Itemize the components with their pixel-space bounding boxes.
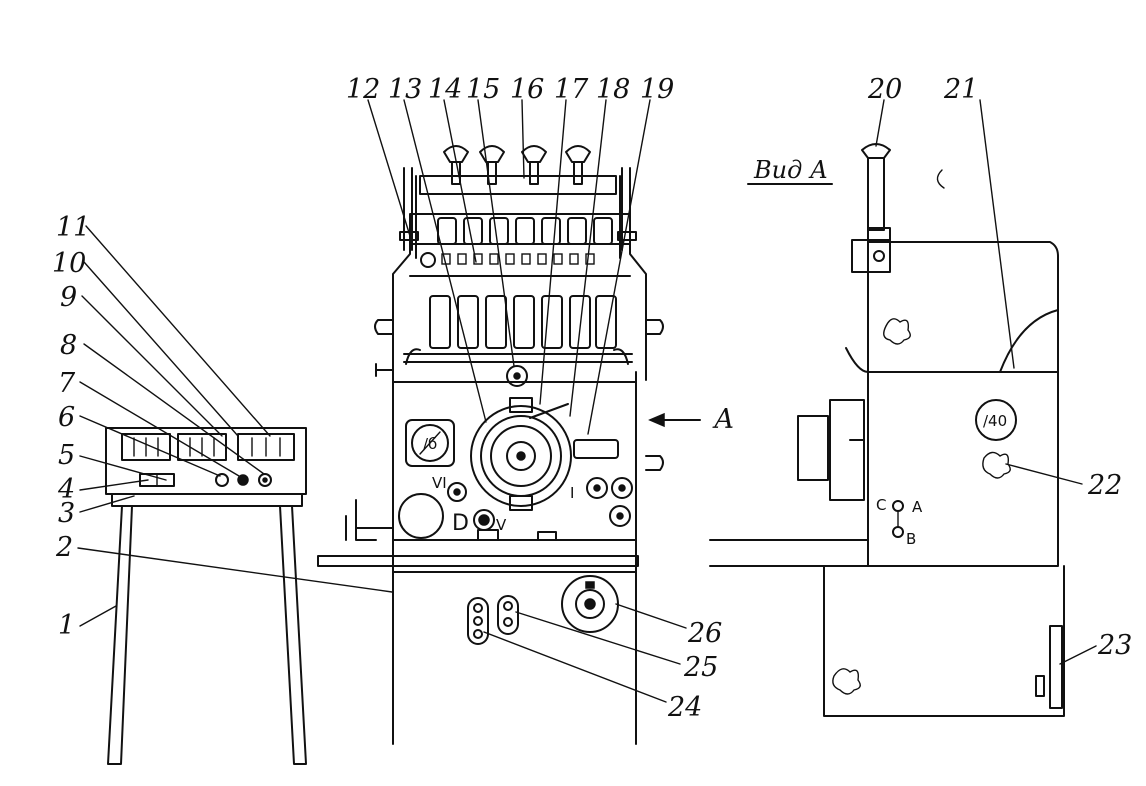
callout-26: 26 (687, 618, 722, 649)
callout-24: 24 (667, 692, 702, 723)
mark-vi: VI (432, 474, 447, 492)
callout-10: 10 (52, 248, 86, 279)
mark-b: B (906, 530, 916, 548)
leader-lines (77, 99, 1097, 703)
gear-vi (447, 482, 467, 502)
callout-11: 11 (56, 212, 90, 243)
callout-22: 22 (1087, 470, 1122, 501)
top-knobs (443, 145, 591, 185)
callout-21: 21 (943, 74, 978, 105)
callout-5: 5 (58, 440, 75, 471)
two-hole-panel-25 (497, 595, 519, 635)
view-marker: А (712, 404, 734, 435)
three-hole-panel-24 (467, 597, 489, 645)
mark-c: C (876, 496, 886, 514)
callout-labels: 1 2 3 4 5 6 7 8 9 10 11 12 13 14 15 16 1… (52, 74, 1132, 723)
dial-label-right: /40 (983, 412, 1007, 430)
dial-label-left: /б (423, 435, 437, 453)
mark-d: D (452, 511, 469, 536)
view-title: Вид А (753, 156, 828, 184)
main-machine: /б (317, 145, 664, 745)
callout-7: 7 (58, 368, 76, 399)
callout-1: 1 (58, 610, 75, 641)
callout-4: 4 (57, 474, 75, 505)
callout-2: 2 (55, 532, 73, 563)
hole-row (441, 253, 595, 265)
callout-23: 23 (1097, 630, 1132, 661)
callout-19: 19 (640, 74, 674, 105)
callout-20: 20 (867, 74, 902, 105)
upper-rollers (437, 217, 613, 245)
callout-6: 6 (58, 402, 75, 433)
callout-14: 14 (428, 74, 462, 105)
central-dial (470, 397, 619, 511)
lower-rollers (429, 295, 617, 349)
callout-8: 8 (60, 330, 77, 361)
socket-26 (561, 575, 619, 633)
callout-12: 12 (346, 74, 380, 105)
mark-v: V (496, 516, 507, 534)
gear-i (586, 477, 633, 527)
control-stand (105, 427, 307, 765)
star-knob-top (506, 365, 528, 387)
callout-18: 18 (596, 74, 630, 105)
side-view: Вид А /40 C A B (709, 143, 1065, 717)
callout-15: 15 (466, 74, 500, 105)
callout-13: 13 (388, 74, 422, 105)
callout-17: 17 (554, 74, 589, 105)
callout-3: 3 (58, 498, 75, 529)
callout-9: 9 (60, 282, 77, 313)
left-gauge: /б (405, 419, 455, 467)
mark-i: I (570, 484, 574, 502)
mark-a: A (912, 498, 923, 516)
callout-16: 16 (510, 74, 544, 105)
gear-v (473, 509, 495, 531)
callout-25: 25 (683, 652, 718, 683)
